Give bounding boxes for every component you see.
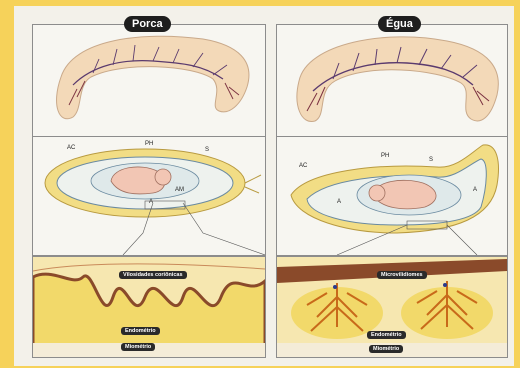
left-label-villi: Vilosidades coriônicas	[119, 271, 187, 279]
right-label-endometrium: Endométrio	[367, 331, 406, 339]
left-label-am: AM	[175, 187, 184, 193]
right-middle-panel: AC PH S A A	[276, 136, 508, 256]
right-label-myometrium: Miométrio	[369, 345, 403, 353]
right-label-microvilli: Microvilidiomes	[377, 271, 427, 279]
right-top-panel	[276, 24, 508, 138]
left-detail-panel: Vilosidades coriônicas Endométrio Miomét…	[32, 256, 266, 358]
right-label-a-left: A	[337, 199, 341, 205]
right-label-a-right: A	[473, 187, 477, 193]
left-middle-panel: AC PH S AM A	[32, 136, 266, 256]
left-label-s: S	[205, 147, 209, 153]
right-label-s: S	[429, 157, 433, 163]
left-label-myometrium: Miométrio	[121, 343, 155, 351]
right-label-ac: AC	[299, 163, 307, 169]
left-title: Porca	[124, 16, 171, 32]
right-label-ph: PH	[381, 153, 389, 159]
left-label-ph: PH	[145, 141, 153, 147]
egua-placenta-illustration	[277, 25, 507, 137]
left-label-ac: AC	[67, 145, 75, 151]
left-top-panel	[32, 24, 266, 138]
diagram-frame: AC PH S AM A Vilosidades coriônicas Endo…	[14, 6, 514, 366]
egua-cross-section	[277, 137, 507, 255]
right-detail-panel: Microvilidiomes Endométrio Miométrio	[276, 256, 508, 358]
porca-placenta-illustration	[33, 25, 265, 137]
porca-cross-section	[33, 137, 265, 255]
left-label-a: A	[149, 199, 153, 205]
right-title: Égua	[378, 16, 421, 32]
left-label-endometrium: Endométrio	[121, 327, 160, 335]
